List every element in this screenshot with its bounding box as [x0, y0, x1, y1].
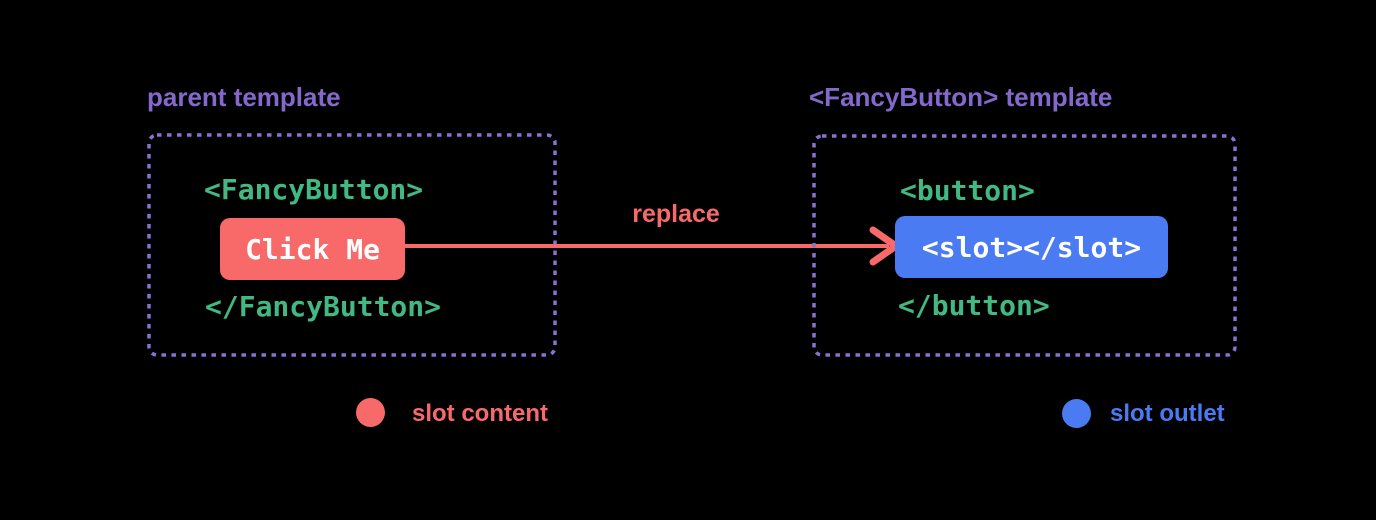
fancy-close-tag: </button> [898, 289, 1050, 322]
fancy-button-template-title: <FancyButton> template [809, 82, 1113, 112]
parent-close-tag: </FancyButton> [205, 290, 442, 323]
parent-template-box: <FancyButton> Click Me </FancyButton> [147, 133, 557, 357]
fancy-box-dashed-border-icon [812, 134, 1237, 357]
parent-open-tag: <FancyButton> [204, 173, 424, 206]
parent-template-title: parent template [147, 82, 341, 112]
slot-outlet-label: slot outlet [1110, 400, 1225, 427]
fancy-open-tag: <button> [900, 174, 1035, 207]
slot-outlet-button: <slot></slot> [895, 216, 1168, 278]
replace-label: replace [632, 200, 720, 228]
slot-outlet-dot-icon [1062, 399, 1091, 428]
slot-content-label: slot content [412, 400, 548, 427]
fancy-button-template-box: <button> <slot></slot> </button> [812, 134, 1237, 357]
slot-content-dot-icon [356, 398, 385, 427]
click-me-button: Click Me [220, 218, 405, 280]
